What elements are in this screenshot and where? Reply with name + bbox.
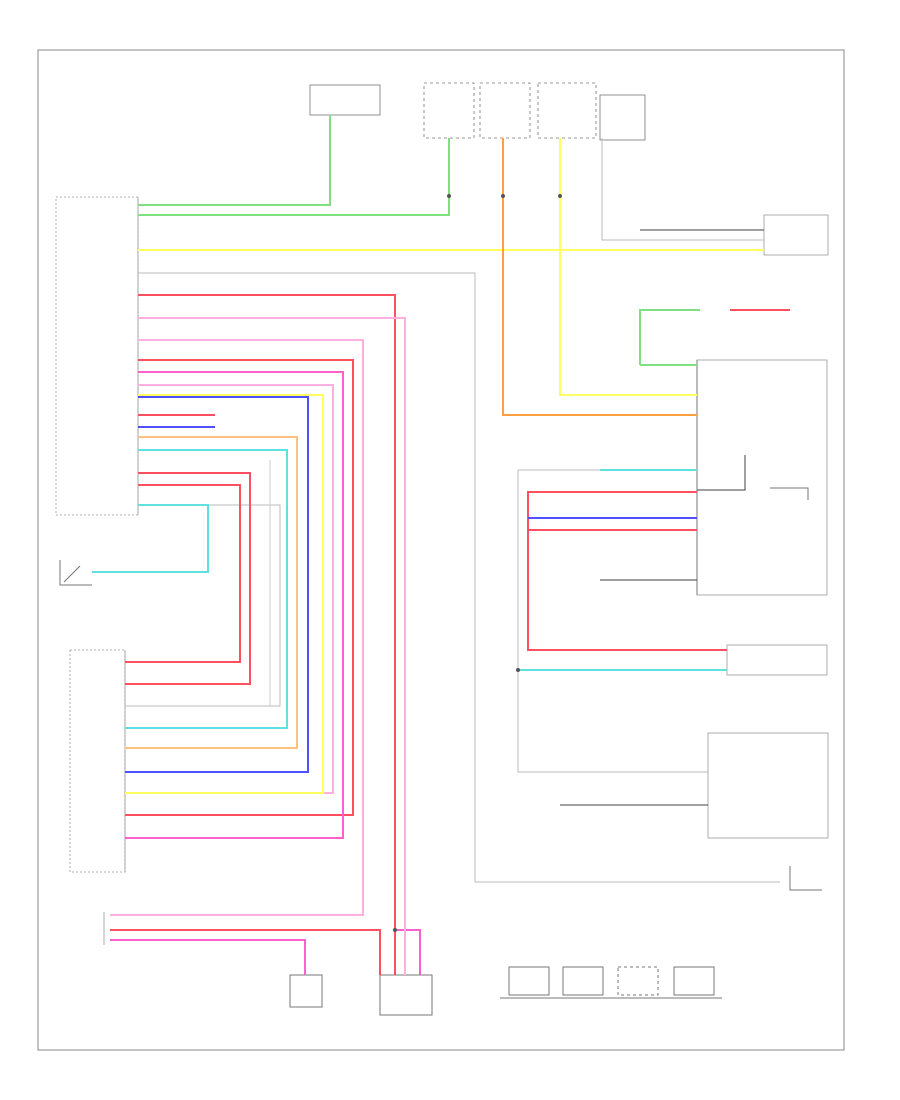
ipdm-bottom-connector bbox=[379, 974, 433, 1016]
fuse-boxes bbox=[309, 82, 646, 141]
diagram-frame bbox=[37, 49, 845, 1051]
wire-red bbox=[110, 294, 727, 975]
wire-pink bbox=[110, 371, 421, 975]
wire-blue bbox=[125, 396, 697, 773]
buzzer-symbol bbox=[770, 487, 809, 500]
ground-connector-left bbox=[289, 974, 323, 1008]
tire-pressure-warning-switch-symbol bbox=[789, 866, 822, 891]
wire-light-pink bbox=[110, 317, 406, 975]
wire-green bbox=[138, 115, 700, 366]
junction-dots bbox=[393, 194, 562, 932]
combination-switch-connector bbox=[69, 649, 126, 873]
door-switch-block bbox=[707, 732, 829, 839]
wire-orange bbox=[502, 138, 697, 416]
wire-black-buzzer bbox=[697, 455, 746, 491]
wire-light-orange bbox=[125, 436, 298, 749]
wire-light-blue bbox=[92, 449, 727, 729]
driver-door-switch-symbol bbox=[59, 560, 92, 586]
wire-yellow-cs bbox=[125, 394, 324, 794]
wire-yellow bbox=[138, 138, 764, 396]
top-right-connector bbox=[763, 214, 829, 256]
combination-meter-connector bbox=[696, 359, 828, 596]
ipdm-connector bbox=[726, 644, 828, 676]
bcm-connector bbox=[55, 196, 139, 516]
tire-pressure-sensors bbox=[500, 966, 722, 999]
